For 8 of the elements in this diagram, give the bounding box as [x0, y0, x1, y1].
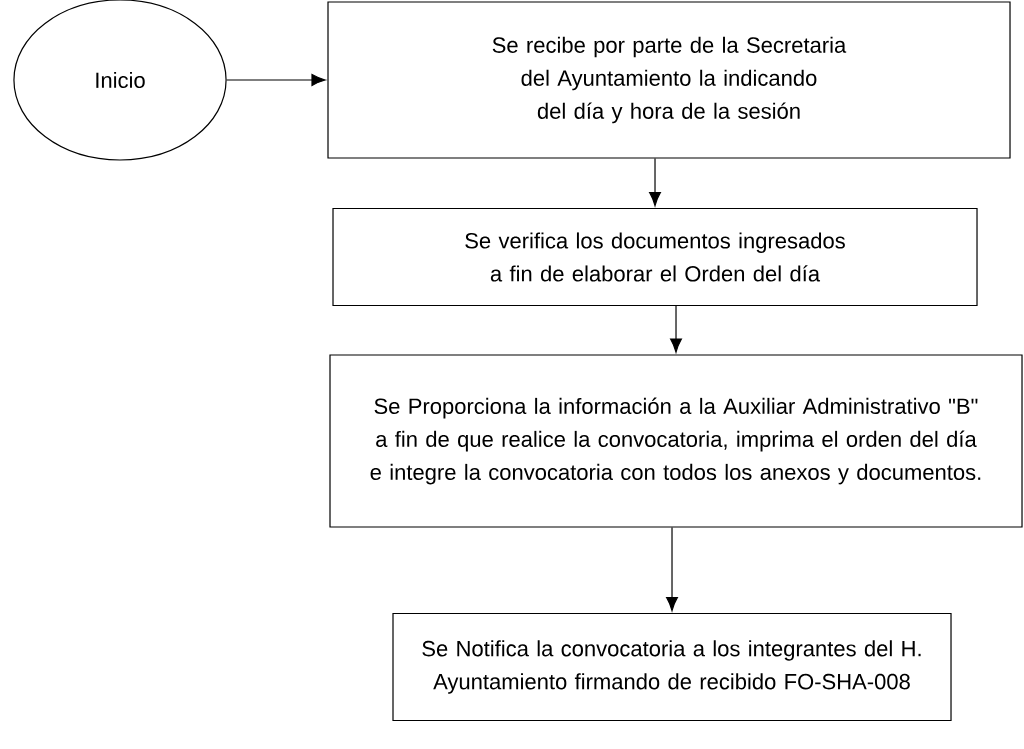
arrow	[666, 527, 678, 612]
arrow	[226, 74, 326, 86]
process-box: Se Proporciona la información a la Auxiliar Administrativo "B" a fin de que realice la convocatoria, imprima el orden del día e integre la convocatoria con todos los anexos y documentos.	[329, 354, 1023, 528]
process-box: Se recibe por parte de la Secretaria del Ayuntamiento la indicando del día y hora de la sesión	[327, 1, 1011, 159]
process-box: Se verifica los documentos ingresados a fin de elaborar el Orden del día	[332, 207, 978, 307]
arrow	[670, 305, 682, 353]
process-box: Se Notifica la convocatoria a los integrantes del H. Ayuntamiento firmando de recibido FO-SHA-008	[392, 612, 952, 722]
arrow	[649, 158, 661, 207]
